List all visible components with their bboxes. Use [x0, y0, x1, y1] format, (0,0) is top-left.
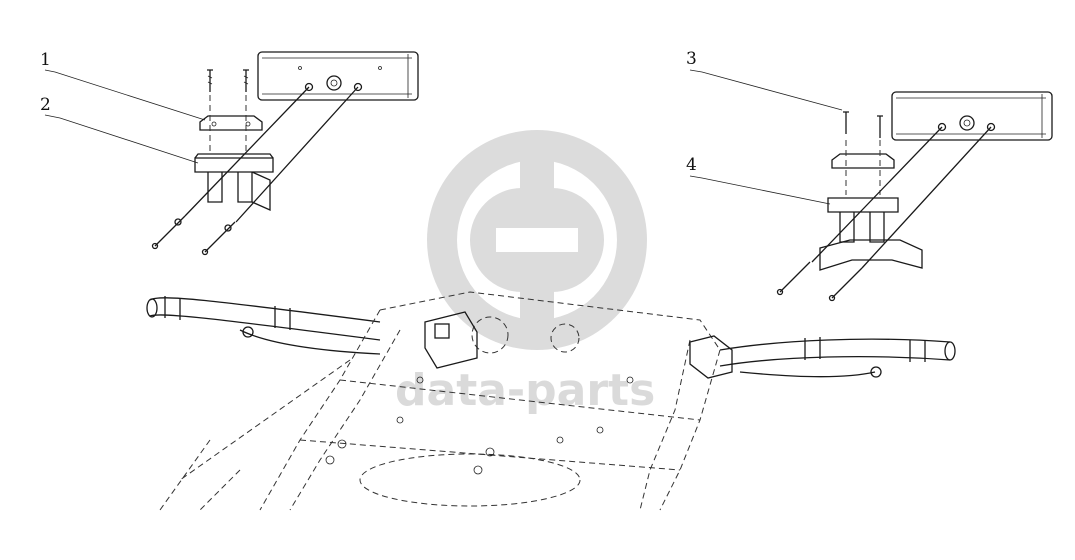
callout-2: 2: [40, 95, 199, 164]
callout-3-label: 3: [686, 49, 697, 69]
frame-body: [159, 291, 721, 511]
left-harness: [146, 296, 381, 355]
left-rear-lamp: [257, 51, 419, 101]
watermark-logo-icon: [427, 130, 647, 350]
right-lamp-assembly: [776, 91, 1053, 302]
callout-3: 3: [686, 49, 843, 111]
chassis-frame: [146, 291, 956, 511]
watermark-text: data-parts: [395, 365, 655, 416]
right-clamp-plate: [831, 153, 895, 169]
callout-1: 1: [40, 50, 206, 121]
left-screws: [207, 69, 249, 92]
callout-2-label: 2: [40, 95, 51, 115]
right-bolts: [776, 261, 863, 302]
left-mounting-bracket: [194, 153, 274, 212]
right-mounting-bracket: [819, 197, 923, 271]
frame-fasteners: [325, 376, 634, 475]
left-bolts: [151, 215, 236, 256]
right-screws: [843, 111, 883, 138]
left-clamp-plate: [199, 115, 263, 131]
callout-4-label: 4: [686, 155, 697, 175]
callout-4: 4: [686, 155, 831, 205]
left-lamp-assembly: [151, 51, 419, 256]
callout-1-label: 1: [40, 50, 51, 70]
watermark: data-parts: [395, 130, 655, 416]
right-connector: [689, 335, 733, 379]
right-harness: [719, 337, 956, 378]
right-rear-lamp: [891, 91, 1053, 141]
junction-box: [424, 311, 478, 369]
